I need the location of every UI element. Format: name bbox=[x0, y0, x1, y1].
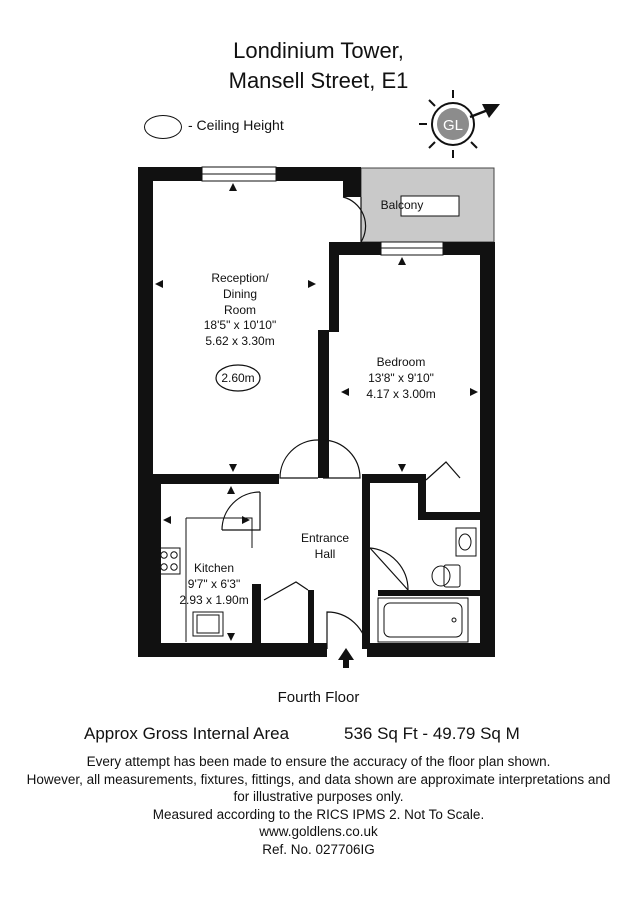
kitchen-metric: 2.93 x 1.90m bbox=[179, 593, 248, 607]
reception-name-line3: Room bbox=[224, 303, 256, 317]
bathroom-fixtures bbox=[377, 527, 477, 643]
disclaimer-line-4: Measured according to the RICS IPMS 2. N… bbox=[152, 806, 485, 822]
bedroom-metric: 4.17 x 3.00m bbox=[366, 387, 435, 401]
ceiling-height-value: 2.60m bbox=[221, 371, 254, 385]
bedroom-labels: Bedroom 13'8" x 9'10" 4.17 x 3.00m bbox=[366, 355, 435, 401]
bedroom-name: Bedroom bbox=[377, 355, 426, 369]
disclaimer-line-1: Every attempt has been made to ensure th… bbox=[86, 754, 551, 769]
hall-name-line1: Entrance bbox=[301, 531, 349, 545]
ceiling-height-marker bbox=[215, 364, 261, 392]
area-value: 536 Sq Ft - 49.79 Sq M bbox=[344, 724, 520, 743]
ceiling-height-oval-icon bbox=[144, 115, 182, 139]
hall-name-line2: Hall bbox=[315, 547, 336, 561]
kitchen-fixtures bbox=[157, 517, 253, 642]
reception-imperial: 18'5" x 10'10" bbox=[204, 318, 277, 332]
area-label: Approx Gross Internal Area bbox=[84, 724, 290, 743]
ceiling-height-legend-label: - Ceiling Height bbox=[188, 117, 284, 133]
hall-labels: Entrance Hall bbox=[301, 531, 349, 561]
door-swings bbox=[221, 196, 461, 650]
compass-logo-icon: GL bbox=[419, 90, 500, 158]
kitchen-labels: Kitchen 9'7" x 6'3" 2.93 x 1.90m bbox=[179, 561, 248, 607]
reception-room-labels: Reception/ Dining Room 18'5" x 10'10" 5.… bbox=[204, 271, 277, 348]
dimension-arrows bbox=[155, 183, 478, 641]
disclaimer: Every attempt has been made to ensure th… bbox=[0, 753, 637, 858]
kitchen-imperial: 9'7" x 6'3" bbox=[188, 577, 240, 591]
website-link[interactable]: www.goldlens.co.uk bbox=[259, 824, 378, 839]
reception-name-line2: Dining bbox=[223, 287, 257, 301]
reception-metric: 5.62 x 3.30m bbox=[205, 334, 274, 348]
floor-label: Fourth Floor bbox=[277, 689, 360, 706]
disclaimer-line-2: However, all measurements, fixtures, fit… bbox=[26, 771, 611, 787]
balcony-label: Balcony bbox=[381, 198, 424, 212]
kitchen-name: Kitchen bbox=[194, 561, 234, 575]
compass-logo-text: GL bbox=[443, 117, 463, 134]
reception-name-line1: Reception/ bbox=[211, 271, 269, 285]
reference-number: Ref. No. 027706IG bbox=[262, 841, 375, 857]
property-title-line2: Mansell Street, E1 bbox=[228, 68, 409, 93]
disclaimer-line-3: for illustrative purposes only. bbox=[233, 789, 404, 804]
entrance-arrow-icon bbox=[338, 648, 354, 668]
property-title-line1: Londinium Tower, bbox=[233, 38, 404, 63]
windows bbox=[201, 166, 444, 256]
bedroom-imperial: 13'8" x 9'10" bbox=[368, 371, 434, 385]
balcony-area bbox=[360, 167, 495, 243]
